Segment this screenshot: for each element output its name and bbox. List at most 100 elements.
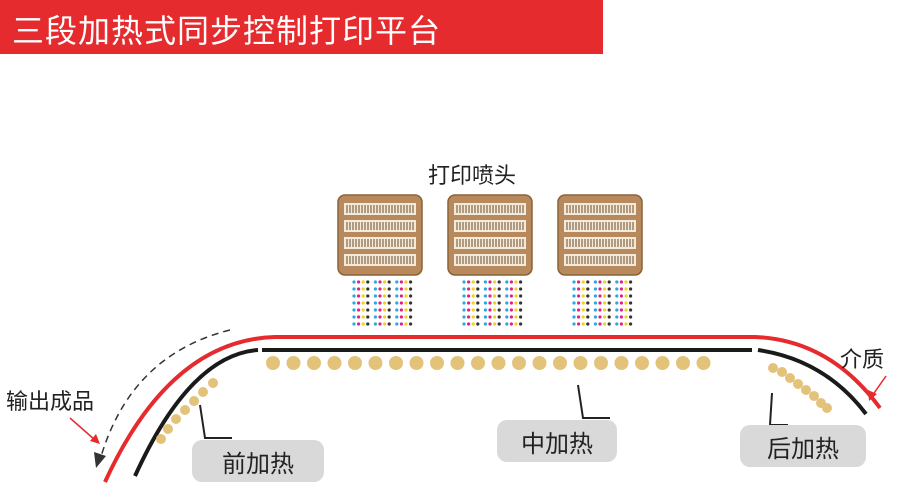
ink-drop: [395, 280, 399, 284]
ink-drop: [505, 287, 509, 291]
ink-drop: [387, 294, 391, 298]
ink-drop: [357, 294, 361, 298]
ink-drop: [572, 322, 576, 326]
ink-drop: [471, 315, 475, 319]
ink-drop: [519, 294, 523, 298]
ink-drop: [409, 308, 413, 312]
ink-drop: [624, 287, 628, 291]
ink-drop: [488, 287, 492, 291]
ink-drop: [462, 287, 466, 291]
ink-drop: [581, 294, 585, 298]
ink-drop: [488, 315, 492, 319]
ink-drop: [373, 280, 377, 284]
ink-drop: [624, 301, 628, 305]
mid-heater-dot: [614, 356, 629, 370]
ink-drop: [488, 294, 492, 298]
ink-drop: [476, 294, 480, 298]
ink-drop: [404, 287, 408, 291]
ink-drop: [497, 322, 501, 326]
mid-heater-dot: [409, 356, 424, 370]
ink-drop: [493, 280, 497, 284]
ink-drop: [514, 280, 518, 284]
ink-drop: [624, 280, 628, 284]
midheat-leader: [577, 384, 610, 419]
ink-drop: [586, 308, 590, 312]
ink-drop: [577, 287, 581, 291]
ink-drop: [378, 294, 382, 298]
ink-drop: [493, 301, 497, 305]
ink-drop: [483, 280, 487, 284]
ink-drop: [629, 280, 633, 284]
ink-drop: [395, 301, 399, 305]
ink-drop: [378, 315, 382, 319]
ink-drop: [603, 280, 607, 284]
ink-drop: [352, 322, 356, 326]
ink-drop: [373, 308, 377, 312]
front-heater-dot: [189, 396, 199, 406]
postheat-leader: [768, 392, 788, 426]
ink-drop: [352, 301, 356, 305]
ink-drop: [619, 315, 624, 319]
ink-drop: [361, 301, 365, 305]
ink-drop: [404, 308, 408, 312]
medium-pointer-head: [868, 390, 877, 401]
page-title: 三段加热式同步控制打印平台: [12, 12, 442, 50]
ink-drop: [624, 322, 628, 326]
ink-drop: [488, 322, 492, 326]
ink-drop: [497, 294, 501, 298]
ink-drop: [483, 322, 487, 326]
ink-drop: [629, 301, 633, 305]
ink-drop: [462, 315, 466, 319]
mid-heater-dot: [471, 356, 485, 370]
ink-drop: [366, 301, 370, 305]
ink-drop: [519, 315, 523, 319]
ink-drop: [366, 322, 370, 326]
ink-drop: [577, 322, 581, 326]
output-label: 输出成品: [6, 390, 95, 415]
ink-drop: [607, 294, 611, 298]
ink-drop: [519, 322, 523, 326]
mid-heater-dot: [327, 356, 342, 370]
ink-drop: [615, 287, 619, 291]
ink-drop: [509, 322, 513, 326]
ink-drop: [509, 315, 513, 319]
ink-drop: [471, 322, 475, 326]
ink-drop: [497, 301, 501, 305]
ink-drop: [624, 308, 628, 312]
ink-drop: [352, 308, 356, 312]
ink-drop: [352, 280, 356, 284]
ink-drop: [471, 280, 475, 284]
ink-drop: [467, 280, 471, 284]
mid-heater-dot: [696, 356, 711, 370]
ink-drop: [476, 308, 480, 312]
ink-drop: [497, 315, 501, 319]
ink-drop: [409, 294, 413, 298]
ink-drop: [598, 308, 602, 312]
ink-drop: [593, 287, 598, 291]
medium-label: 介质: [840, 348, 885, 373]
ink-drop: [493, 294, 497, 298]
ink-drop: [488, 308, 492, 312]
ink-drop: [409, 301, 413, 305]
ink-drop: [378, 308, 382, 312]
mid-heater-dot: [348, 356, 362, 370]
ink-drop: [467, 315, 471, 319]
ink-drop: [581, 301, 585, 305]
ink-drop: [399, 287, 403, 291]
ink-drop: [603, 294, 607, 298]
ink-drop: [505, 322, 509, 326]
ink-drop: [598, 301, 602, 305]
ink-drop: [476, 280, 480, 284]
ink-drop: [624, 315, 628, 319]
ink-drop: [593, 322, 598, 326]
midheat-badge: 中加热: [497, 420, 617, 462]
ink-drop: [387, 280, 391, 284]
ink-drop: [598, 315, 602, 319]
ink-drop: [357, 280, 361, 284]
ink-drop: [476, 322, 480, 326]
ink-drop: [607, 315, 611, 319]
ink-drop: [577, 315, 581, 319]
mid-heater-dot: [594, 356, 608, 370]
preheat-leader: [199, 404, 232, 439]
ink-drop: [476, 301, 480, 305]
